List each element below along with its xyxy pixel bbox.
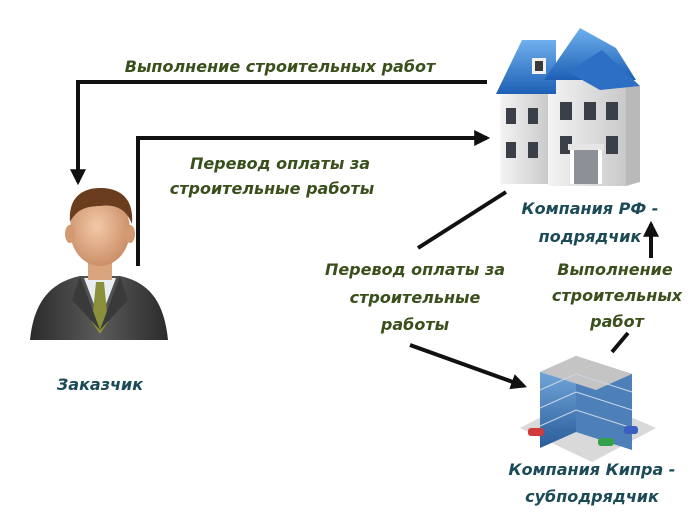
edge-label-payment-to-cy-3: работы [380, 315, 450, 334]
edge-payment-to-rf [136, 130, 491, 266]
edge-label-payment-to-cy-2: строительные [350, 288, 481, 307]
edge-works-to-rf [610, 220, 659, 354]
node-label-rf-1: Компания РФ - [522, 199, 659, 218]
node-label-rf-2: подрядчик [539, 227, 643, 246]
edge-label-payment-to-rf-2: строительные работы [170, 179, 375, 198]
edge-label-works-to-customer: Выполнение строительных работ [125, 57, 437, 76]
node-label-cy-2: субподрядчик [525, 487, 660, 506]
edge-label-works-to-rf-2: строительных [552, 286, 683, 305]
node-label-cy-1: Компания Кипра - [509, 460, 676, 479]
house-building-icon [496, 28, 640, 186]
edge-label-works-to-rf-3: работ [589, 312, 645, 331]
edge-label-works-to-rf-1: Выполнение [557, 260, 673, 279]
office-building-icon [520, 356, 656, 462]
node-label-customer: Заказчик [56, 375, 144, 394]
edge-label-payment-to-cy-1: Перевод оплаты за [325, 260, 505, 279]
edge-payment-to-cy [409, 190, 528, 390]
edge-label-payment-to-rf-1: Перевод оплаты за [190, 154, 370, 173]
businessman-icon [30, 188, 168, 340]
edge-works-to-customer [70, 80, 487, 186]
